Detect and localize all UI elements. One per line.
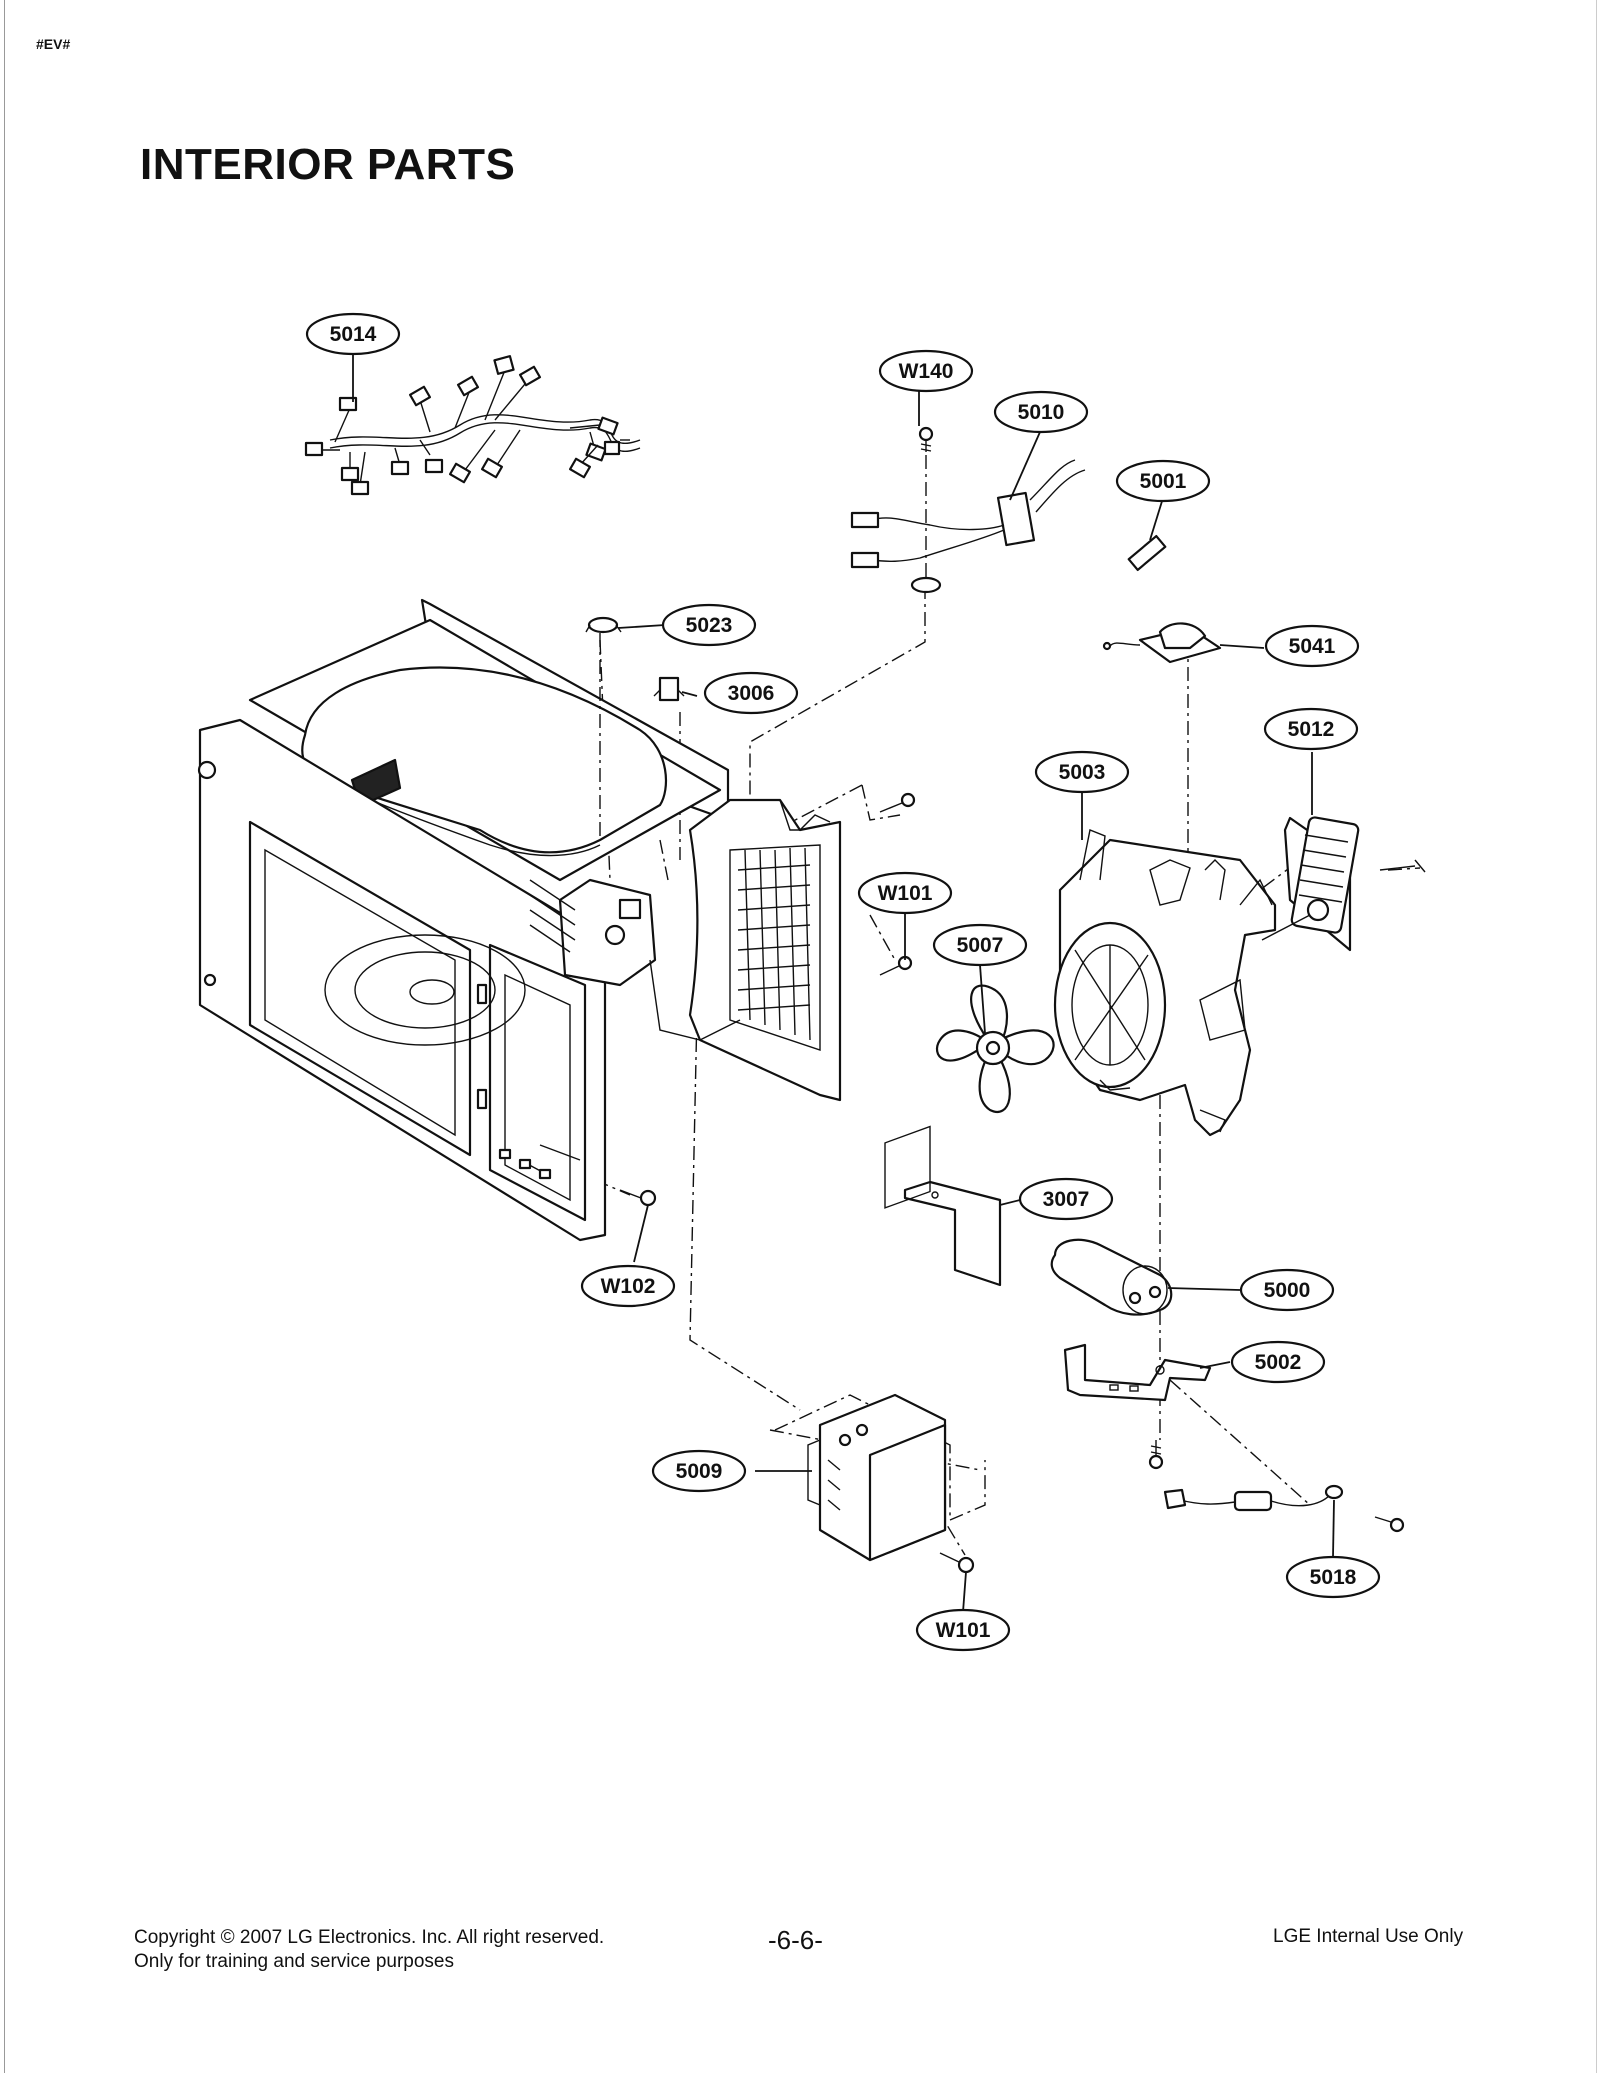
callout-5007: 5007	[932, 923, 1028, 967]
air-guide-5003	[1053, 829, 1277, 1137]
fan-motor-5012	[1261, 816, 1426, 952]
noise-filter-5041	[1102, 622, 1222, 664]
callout-w101-lower: W101	[915, 1608, 1011, 1652]
callout-label: 5014	[330, 323, 377, 346]
wire-harness-5014	[304, 355, 641, 496]
callout-label: 3007	[1043, 1188, 1090, 1211]
fan-blade-5007	[935, 984, 1055, 1113]
callout-5002: 5002	[1230, 1340, 1326, 1384]
callout-5009: 5009	[651, 1449, 747, 1493]
callout-label: W101	[878, 882, 933, 905]
callout-5012: 5012	[1263, 707, 1359, 751]
callout-w140: W140	[878, 349, 974, 393]
callout-leader-lines	[352, 352, 1335, 1613]
oven-cavity-assembly	[197, 598, 842, 1242]
callout-5003: 5003	[1034, 750, 1130, 794]
internal-use-note: LGE Internal Use Only	[1273, 1926, 1464, 1947]
callout-label: 5018	[1310, 1566, 1357, 1589]
capacitor-bracket-5002	[1063, 1343, 1212, 1402]
callout-w101-upper: W101	[857, 871, 953, 915]
callout-label: 3006	[728, 682, 775, 705]
callout-label: 5000	[1264, 1279, 1311, 1302]
diode-5018	[1163, 1484, 1405, 1533]
callout-label: W101	[936, 1619, 991, 1642]
callout-label: W140	[899, 360, 954, 383]
callout-label: 5023	[686, 614, 733, 637]
page-title: INTERIOR PARTS	[140, 140, 516, 189]
callout-3006: 3006	[703, 671, 799, 715]
callout-label: 5009	[676, 1460, 723, 1483]
copyright-line-1: Copyright © 2007 LG Electronics. Inc. Al…	[134, 1927, 605, 1948]
fuse-5001	[1127, 534, 1167, 572]
copyright-line-2: Only for training and service purposes	[134, 1951, 454, 1972]
callout-label: 5010	[1018, 401, 1065, 424]
document-tag: #EV#	[36, 36, 71, 52]
switch-3006	[653, 676, 685, 702]
sensor-assembly-5010	[850, 459, 1086, 594]
callout-label: 5012	[1288, 718, 1335, 741]
callout-label: 5003	[1059, 761, 1106, 784]
callout-label: 5041	[1289, 635, 1336, 658]
callout-5001: 5001	[1115, 459, 1211, 503]
screw-bracket	[1148, 1440, 1164, 1470]
screw-w101-lower	[939, 1552, 975, 1574]
screw-w140	[918, 426, 934, 580]
page-right-edge	[1596, 0, 1597, 2073]
callout-5000: 5000	[1239, 1268, 1335, 1312]
callout-label: 5002	[1255, 1351, 1302, 1374]
callout-5023: 5023	[661, 603, 757, 647]
callout-5041: 5041	[1264, 624, 1360, 668]
callout-5010: 5010	[993, 390, 1089, 434]
callout-label: W102	[601, 1275, 656, 1298]
page-number: -6-6-	[768, 1925, 823, 1955]
callout-label: 5007	[957, 934, 1004, 957]
callout-label: 5001	[1140, 470, 1187, 493]
page-left-edge	[4, 0, 5, 2073]
capacitor-5000	[1050, 1238, 1173, 1316]
callout-5018: 5018	[1285, 1555, 1381, 1599]
bracket-3007	[903, 1180, 1002, 1287]
screw-w102	[619, 1189, 657, 1207]
screw-w101-upper	[879, 792, 916, 976]
thermostat-5023	[585, 616, 622, 840]
callout-5014: 5014	[305, 312, 401, 356]
magnetron-5009	[774, 1125, 986, 1562]
callout-w102: W102	[580, 1264, 676, 1308]
footer-copyright: Copyright © 2007 LG Electronics. Inc. Al…	[134, 1926, 604, 1974]
callout-3007: 3007	[1018, 1177, 1114, 1221]
